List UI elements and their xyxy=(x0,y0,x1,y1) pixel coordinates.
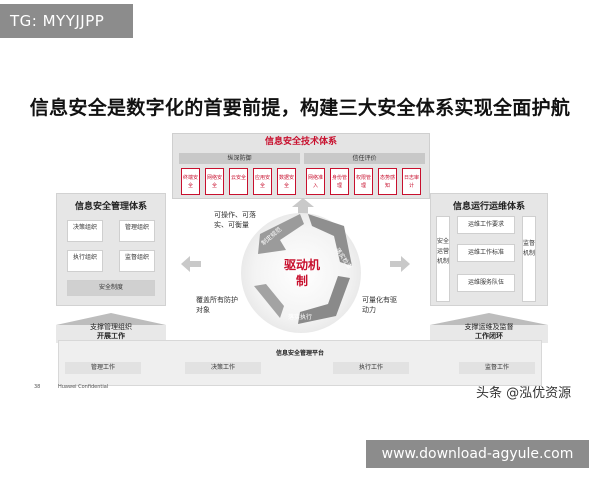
mgmt-system-title: 信息安全管理体系 xyxy=(74,202,147,212)
cycle-arrows-icon xyxy=(254,214,352,324)
security-platform-panel: 信息安全管理平台 管理工作 决策工作 执行工作 监督工作 xyxy=(58,340,542,386)
url-banner: www.download-agyule.com xyxy=(366,440,589,468)
ops-system-title: 信息运行运维体系 xyxy=(452,202,525,212)
security-policy-cell: 安全制度 xyxy=(67,280,155,296)
caption-coverage: 覆盖所有防护对象 xyxy=(196,296,238,314)
arrow-right-icon xyxy=(390,256,410,272)
mgmt-cell: 执行组织 xyxy=(67,250,103,272)
tech-chip: 身份管理 xyxy=(330,168,349,195)
tech-chip: 网络安全 xyxy=(205,168,224,195)
tech-chip: 应用安全 xyxy=(253,168,272,195)
ops-item: 运维工作标准 xyxy=(457,244,515,262)
platform-cell: 决策工作 xyxy=(185,362,261,374)
mgmt-cell: 管理组织 xyxy=(119,220,155,242)
arrow-up-icon xyxy=(292,198,314,214)
mgmt-system-panel: 信息安全管理体系 决策组织 管理组织 执行组织 监督组织 安全制度 xyxy=(56,193,166,306)
defense-in-depth-header: 纵深防御 xyxy=(179,153,300,164)
arrow-left-icon xyxy=(181,256,201,272)
mgmt-cell: 决策组织 xyxy=(67,220,103,242)
tech-chip: 态势感知 xyxy=(378,168,397,195)
tech-chip: 权限管理 xyxy=(354,168,373,195)
tech-chip: 数据安全 xyxy=(277,168,296,195)
support-left-line2: 开展工作 xyxy=(97,332,125,340)
slide-page-number: 38 xyxy=(34,384,41,390)
caption-measurable: 可操作、可落实、可衡量 xyxy=(214,211,256,229)
support-right-line2: 工作闭环 xyxy=(475,332,503,340)
support-right-text: 支撑运维及监督 工作闭环 xyxy=(430,323,548,341)
tech-chip: 网络准入 xyxy=(306,168,325,195)
platform-cell: 执行工作 xyxy=(333,362,409,374)
ops-system-panel: 信息运行运维体系 安全运营机制 运维工作要求 运维工作标准 运维服务队伍 监督机… xyxy=(430,193,548,306)
support-arrow-left-icon xyxy=(56,313,166,343)
tag-label: TG: MYYJJPP xyxy=(0,4,133,38)
ops-item: 运维工作要求 xyxy=(457,216,515,234)
tech-chip: 日志审计 xyxy=(402,168,421,195)
supervision-vertical: 监督机制 xyxy=(522,216,536,302)
platform-cell: 监督工作 xyxy=(459,362,535,374)
platform-cell: 管理工作 xyxy=(65,362,141,374)
ops-mechanism-vertical: 安全运营机制 xyxy=(436,216,450,302)
ops-item: 运维服务队伍 xyxy=(457,274,515,292)
mgmt-cell: 监督组织 xyxy=(119,250,155,272)
platform-title: 信息安全管理平台 xyxy=(275,350,324,357)
support-left-line1: 支撑管理组织 xyxy=(90,323,132,331)
caption-quantifiable: 可量化有驱动力 xyxy=(362,296,397,314)
trust-evaluation-header: 信任评价 xyxy=(304,153,425,164)
tech-chip: 云安全 xyxy=(229,168,248,195)
tech-chip: 终端安全 xyxy=(181,168,200,195)
arrow-label-execute: 落实执行 xyxy=(288,314,313,321)
tech-system-panel: 信息安全技术体系 纵深防御 信任评价 终端安全网络安全云安全应用安全数据安全网络… xyxy=(172,133,430,199)
tech-system-title: 信息安全技术体系 xyxy=(264,137,337,147)
confidential-label: Huawei Confidential xyxy=(58,384,109,390)
drive-mechanism-label: 驱动机制 xyxy=(283,258,320,288)
watermark-text: 头条 @泓优资源 xyxy=(476,386,572,401)
support-left-text: 支撑管理组织 开展工作 xyxy=(56,323,166,341)
slide-headline: 信息安全是数字化的首要前提，构建三大安全体系实现全面护航 xyxy=(29,97,571,119)
support-arrow-right-icon xyxy=(430,313,548,343)
support-right-line1: 支撑运维及监督 xyxy=(464,323,514,331)
